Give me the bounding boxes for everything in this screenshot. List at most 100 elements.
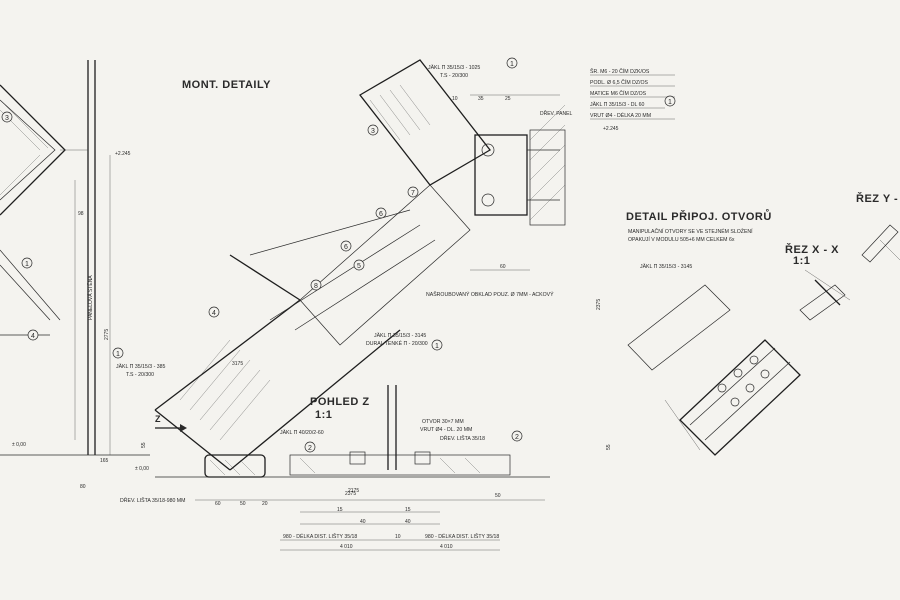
- part-callout-1-partslist: [664, 95, 676, 107]
- level-top-label: +2.245: [115, 151, 131, 157]
- part-callout-5: [353, 259, 365, 271]
- rez-y-section: [861, 224, 900, 263]
- parts-list-item-5: VRUT Ø4 - DÉLKA 20 MM: [590, 112, 651, 119]
- part-number-7: 7: [411, 190, 415, 197]
- callout-jakl-mid: JÄKL Π 35/15/3 - 3145: [374, 332, 426, 339]
- detail-note-2: OPAKUJÍ V MODULU 505+6 MM CELKEM 6x: [628, 236, 735, 243]
- part-number-3: 3: [371, 128, 375, 135]
- rez-xx-scale: 1:1: [793, 255, 810, 267]
- dim-10-top: 10: [452, 96, 458, 102]
- dim-4010-left: 4 010: [340, 544, 353, 550]
- view-z-arrow: Z: [155, 414, 187, 432]
- dim-3175-diag: 3175: [232, 361, 243, 367]
- rez-xx-section: [799, 269, 851, 321]
- part-callout-1-mid: [112, 347, 124, 359]
- dim-4010-right: 4 010: [440, 544, 453, 550]
- part-callout-6a: [375, 207, 387, 219]
- rez-y-title: ŘEZ Y -: [856, 192, 898, 205]
- part-callout-2b: [511, 430, 523, 442]
- level-zero-left-label: ± 0,00: [12, 442, 26, 448]
- part-callout-1-top: [506, 57, 518, 69]
- part-callout-2a: [304, 441, 316, 453]
- screw-note: VRUT Ø4 - DL. 20 MM: [420, 427, 472, 433]
- part-number-4: 4: [212, 310, 216, 317]
- dim-98-left: 98: [78, 211, 84, 217]
- detail-note-1: MANIPULAČNÍ OTVORY SE VE STEJNÉM SLOŽENÍ: [628, 227, 753, 235]
- panel-wall-label: PANELOVÁ STĚNA: [86, 275, 94, 320]
- level-mid-label: +2.245: [603, 126, 619, 132]
- hole-note: OTVOR 30×7 MM: [422, 419, 464, 425]
- dim-50-bottom: 50: [240, 501, 246, 507]
- parts-list-item-4: JÄKL Π 35/15/3 - DL 60: [590, 101, 645, 108]
- dim-20-bottom: 20: [262, 501, 268, 507]
- dim-60-top: 60: [500, 264, 506, 270]
- parts-list-item-3: MATICE M6 ČÍM DZ/OS: [590, 90, 647, 97]
- parts-list: [590, 74, 675, 120]
- part-number-5: 5: [357, 263, 361, 270]
- parts-list-item-1: ŠR. M6 - 20 ČÍM DZK/OS: [590, 68, 650, 75]
- dim-15-bottom-b: 15: [405, 507, 411, 513]
- pohled-z-scale: 1:1: [315, 409, 332, 421]
- length-label-right: 980 - DÉLKA DIST. LIŠTY 35/18: [425, 533, 499, 540]
- dim-2775-left: 2775: [104, 329, 110, 340]
- part-number-1-left: 1: [25, 261, 29, 268]
- part-number-1-mid: 1: [116, 351, 120, 358]
- detail-jakl-label: JÄKL Π 35/15/3 - 3145: [640, 263, 692, 270]
- part-number-6b: 6: [344, 244, 348, 251]
- dim-2375-bottom: 2375: [345, 491, 356, 497]
- level-zero-mid-label: ± 0,00: [135, 466, 149, 472]
- dim-35-top: 35: [478, 96, 484, 102]
- dim-80-left: 80: [80, 484, 86, 490]
- part-number-1-center: 1: [435, 343, 439, 350]
- rez-xx-title: ŘEZ X - X: [785, 243, 839, 256]
- base-rail-section: [155, 385, 550, 478]
- diagonal-member-upper: [154, 59, 491, 471]
- wood-strip-top-label: DŘEV. LIŠTA 35/18: [440, 434, 485, 442]
- dim-165-left: 165: [100, 458, 109, 464]
- dim-2375-right: 2375: [596, 299, 602, 310]
- dim-25-top: 25: [505, 96, 511, 102]
- bolt-connection-block: [470, 94, 566, 271]
- dim-55-right: 55: [606, 444, 612, 450]
- left-frame-view: [0, 60, 150, 456]
- callout-jakl-left-sub: T.S - 20/300: [126, 372, 154, 378]
- dim-40-bottom: 40: [360, 519, 366, 525]
- length-label-left: 980 - DÉLKA DIST. LIŠTY 35/18: [283, 533, 357, 540]
- dim-40-bottom-b: 40: [405, 519, 411, 525]
- part-callout-8: [310, 279, 322, 291]
- mont-detaily-title: MONT. DETAILY: [182, 79, 271, 91]
- svg-text:Z: Z: [155, 414, 161, 424]
- callout-jakl-mid-sub: DURAL TENKÉ Π - 20/300: [366, 340, 428, 347]
- detail-perforated-bar: [627, 284, 801, 456]
- part-number-1-partslist: 1: [668, 99, 672, 106]
- pohled-z-title: POHLED Z: [310, 396, 370, 408]
- screwed-cladding-note: NAŠROUBOVANÝ OBKLAD POUZ. Ø 7MM - ACKOVÝ: [426, 291, 554, 298]
- part-callout-4-left: [27, 329, 39, 341]
- part-callout-7: [407, 186, 419, 198]
- part-number-1-top: 1: [510, 61, 514, 68]
- dim-15-bottom: 15: [337, 507, 343, 513]
- part-number-4-left: 4: [31, 333, 35, 340]
- jakl-bottom-label: JÄKL Π 40/20/2-60: [280, 429, 324, 436]
- dim-10-bottom: 10: [395, 534, 401, 540]
- wood-panel-label: DŘEV. PANEL: [540, 109, 572, 117]
- dim-55-left: 55: [141, 442, 147, 448]
- callout-jakl-top-sub: T.S - 20/300: [440, 73, 468, 79]
- part-callout-4: [208, 306, 220, 318]
- part-callout-1-center: [431, 339, 443, 351]
- callout-jakl-left: JÄKL Π 35/15/3 - 385: [116, 363, 166, 370]
- bottom-dimension-lines: [195, 499, 545, 551]
- part-number-6a: 6: [379, 211, 383, 218]
- part-number-2b: 2: [515, 434, 519, 441]
- part-number-8: 8: [314, 283, 318, 290]
- part-number-3-left: 3: [5, 115, 9, 122]
- callout-jakl-top: JÄKL Π 35/15/3 - 1025: [428, 64, 480, 71]
- dim-50-bottom-right: 50: [495, 493, 501, 499]
- part-callout-6b: [340, 240, 352, 252]
- dim-60-bottom: 60: [215, 501, 221, 507]
- part-callout-3-left: [1, 111, 13, 123]
- parts-list-item-2: PODL. Ø 6,5 ČÍM DZ/OS: [590, 79, 648, 86]
- part-callout-3: [367, 124, 379, 136]
- detail-pripoj-title: DETAIL PŘIPOJ. OTVORŮ: [626, 209, 772, 223]
